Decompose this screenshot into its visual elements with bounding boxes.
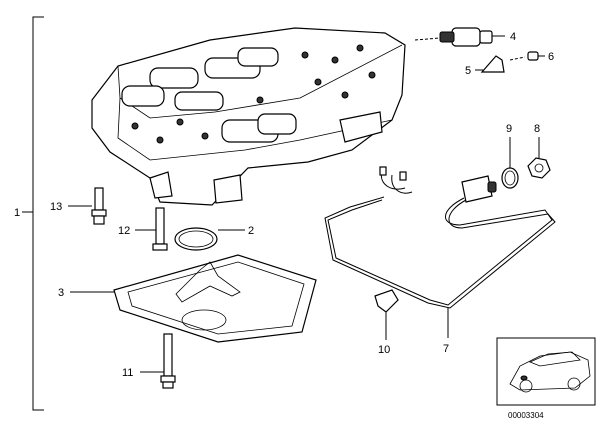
- callout-13: 13: [50, 201, 62, 213]
- wiring-harness[interactable]: [324, 166, 556, 309]
- callout-5: 5: [465, 65, 471, 77]
- vehicle-inset: [496, 337, 596, 406]
- callout-9: 9: [506, 123, 512, 135]
- screw-small[interactable]: [527, 51, 545, 61]
- holding-bracket[interactable]: [475, 55, 505, 73]
- filter-pan[interactable]: [70, 254, 317, 343]
- callout-7: 7: [443, 343, 449, 355]
- sealing-ring[interactable]: [501, 137, 519, 189]
- callout-11: 11: [122, 367, 133, 379]
- o-ring[interactable]: [174, 227, 245, 251]
- cable-clip[interactable]: [374, 289, 399, 340]
- diagram-code: 00003304: [508, 411, 544, 420]
- callout-10: 10: [378, 344, 390, 356]
- callout-12: 12: [118, 225, 130, 237]
- valve-body[interactable]: [91, 27, 406, 206]
- screw-11[interactable]: [140, 333, 176, 389]
- callout-4: 4: [510, 31, 516, 43]
- assembly-bracket: [22, 16, 44, 411]
- callout-2: 2: [248, 225, 254, 237]
- callout-3: 3: [58, 287, 64, 299]
- hex-nut[interactable]: [527, 137, 551, 179]
- callout-8: 8: [534, 123, 540, 135]
- callout-1: 1: [14, 207, 20, 219]
- screw-12[interactable]: [135, 207, 168, 251]
- callout-6: 6: [548, 51, 554, 63]
- pressure-switch[interactable]: [439, 27, 505, 47]
- screw-13[interactable]: [68, 187, 107, 225]
